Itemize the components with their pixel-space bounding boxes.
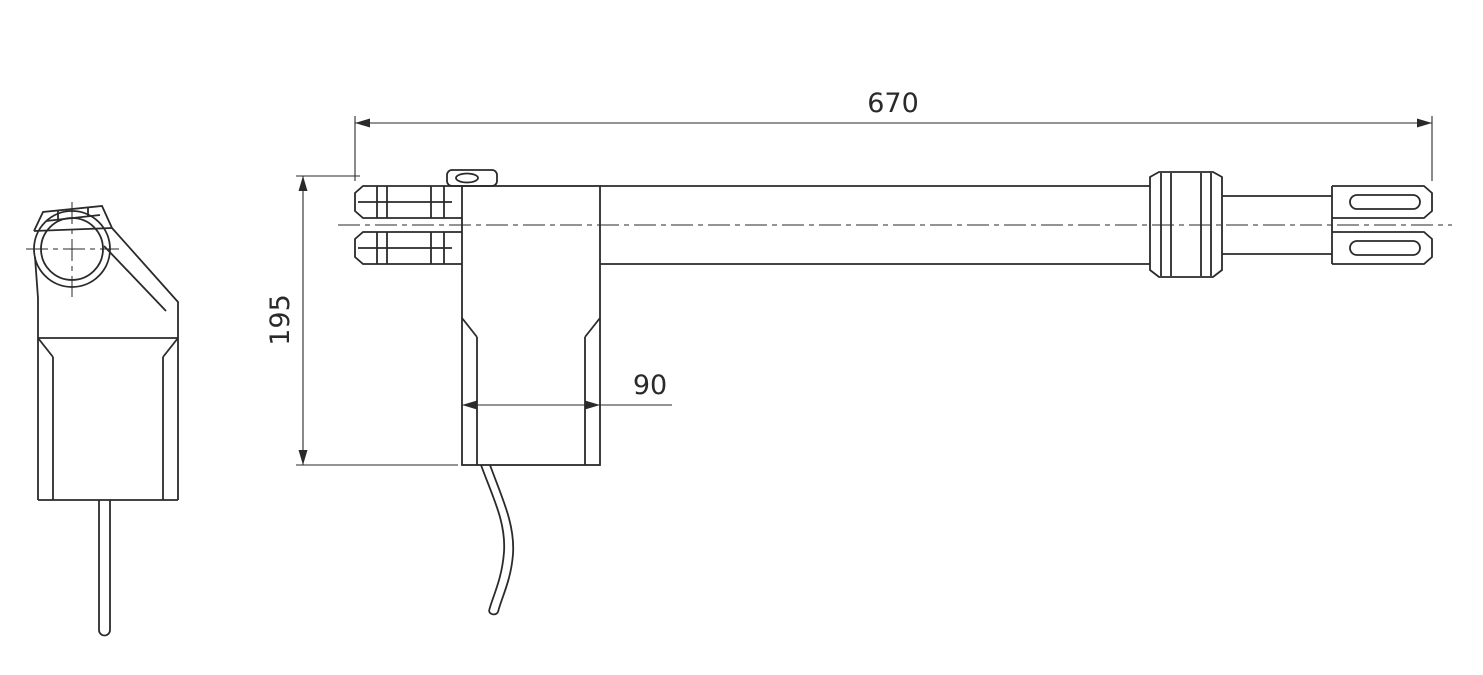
arrow-left bbox=[462, 400, 477, 410]
dimension-overall-height: 195 bbox=[265, 175, 458, 466]
front-view bbox=[338, 169, 1452, 616]
clevis-ring-outer bbox=[33, 210, 111, 288]
motor-housing bbox=[461, 185, 601, 466]
lock-nut bbox=[1149, 171, 1223, 278]
clevis-right-bottom-slot bbox=[1349, 240, 1421, 256]
clevis-right bbox=[1331, 185, 1433, 265]
outer-tube bbox=[600, 185, 1150, 265]
arrow-up bbox=[298, 176, 308, 191]
arrow-left bbox=[355, 118, 370, 128]
arrow-down bbox=[298, 450, 308, 465]
arrow-right bbox=[585, 400, 600, 410]
clevis-right-bottom-prong bbox=[1332, 231, 1433, 265]
piston-rod bbox=[1222, 195, 1332, 255]
end-view-power-cable bbox=[98, 500, 111, 637]
clevis-left-details bbox=[358, 186, 452, 264]
housing-top-tab bbox=[446, 169, 498, 187]
clevis-right-top-slot bbox=[1349, 194, 1421, 210]
tab-pin-hole bbox=[455, 172, 479, 184]
motor-housing-outline bbox=[461, 185, 601, 466]
lock-nut-knurling bbox=[1160, 173, 1212, 276]
power-cable bbox=[480, 464, 515, 616]
dimension-label-overall-height: 195 bbox=[265, 294, 296, 346]
end-view-top-cap bbox=[33, 205, 113, 232]
end-view bbox=[26, 202, 179, 637]
clevis-left-top-prong bbox=[354, 185, 462, 219]
clevis-left bbox=[354, 185, 462, 265]
lock-nut-outline bbox=[1149, 171, 1223, 278]
dimension-label-overall-length: 670 bbox=[867, 88, 919, 119]
clevis-left-bottom-prong bbox=[354, 231, 462, 265]
dimension-housing-width: 90 bbox=[462, 370, 672, 410]
end-view-body bbox=[34, 227, 179, 501]
dimension-label-housing-width: 90 bbox=[633, 370, 667, 401]
dimension-overall-length: 670 bbox=[354, 88, 1433, 181]
clevis-right-top-prong bbox=[1332, 185, 1433, 219]
arrow-right bbox=[1417, 118, 1432, 128]
